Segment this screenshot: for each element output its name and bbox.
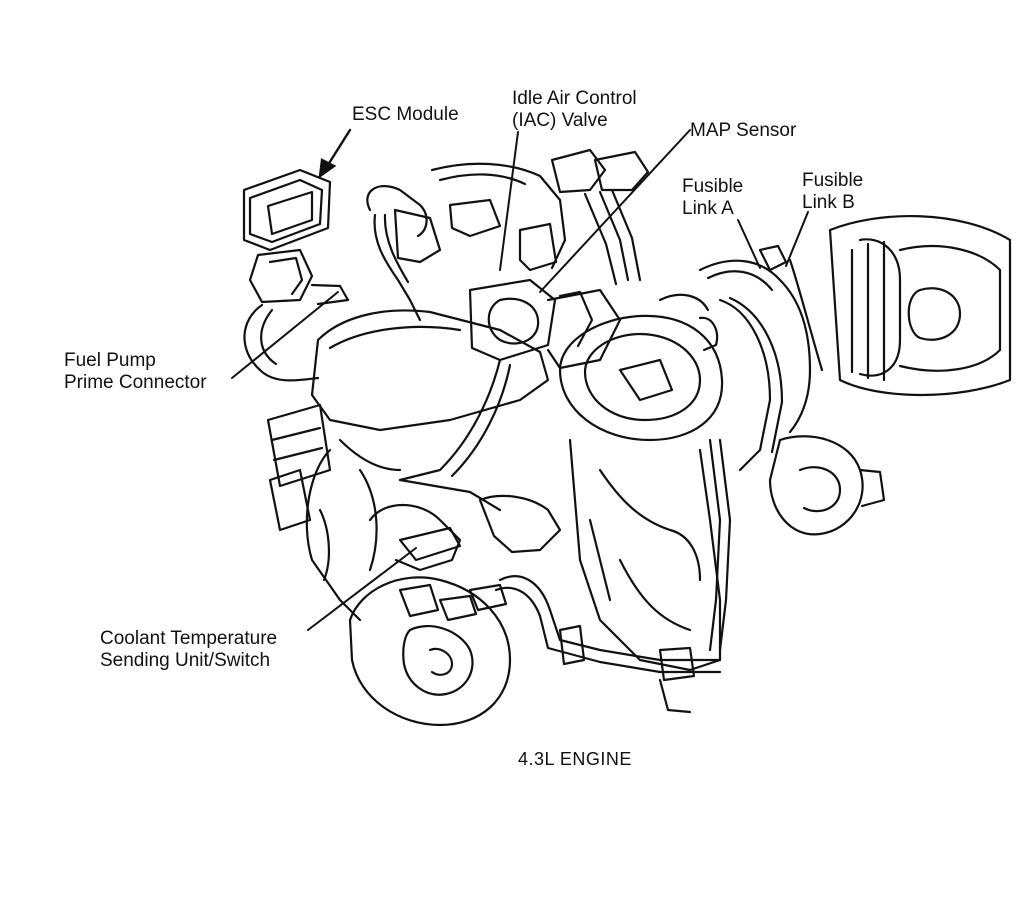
iac-line2: (IAC) Valve <box>512 110 608 131</box>
fusible-a-line1: Fusible <box>682 176 744 197</box>
fuel-pump-label: Fuel Pump Prime Connector <box>64 350 207 394</box>
fusible-link-b-label: Fusible Link B <box>802 170 863 214</box>
fusible-a-line2: Link A <box>682 198 734 219</box>
fusible-b-line2: Link B <box>802 192 855 213</box>
map-sensor-text: MAP Sensor <box>690 120 797 141</box>
fusible-link-a-label: Fusible Link A <box>682 176 743 220</box>
leader-lines <box>231 128 809 631</box>
iac-valve-label: Idle Air Control (IAC) Valve <box>512 88 637 132</box>
coolant-line2: Sending Unit/Switch <box>100 650 271 671</box>
fusible-b-line1: Fusible <box>802 170 864 191</box>
esc-module-text: ESC Module <box>352 104 459 125</box>
map-sensor-label: MAP Sensor <box>690 120 796 142</box>
esc-module-label: ESC Module <box>352 104 459 126</box>
esc-module-part <box>242 168 350 306</box>
coolant-sensor-label: Coolant Temperature Sending Unit/Switch <box>100 628 277 672</box>
fuel-pump-line1: Fuel Pump <box>64 350 156 371</box>
iac-line1: Idle Air Control <box>512 88 637 109</box>
diagram-caption: 4.3L ENGINE <box>518 748 632 770</box>
coolant-line1: Coolant Temperature <box>100 628 278 649</box>
fuel-pump-line2: Prime Connector <box>64 372 207 393</box>
caption-text: 4.3L ENGINE <box>518 749 632 769</box>
